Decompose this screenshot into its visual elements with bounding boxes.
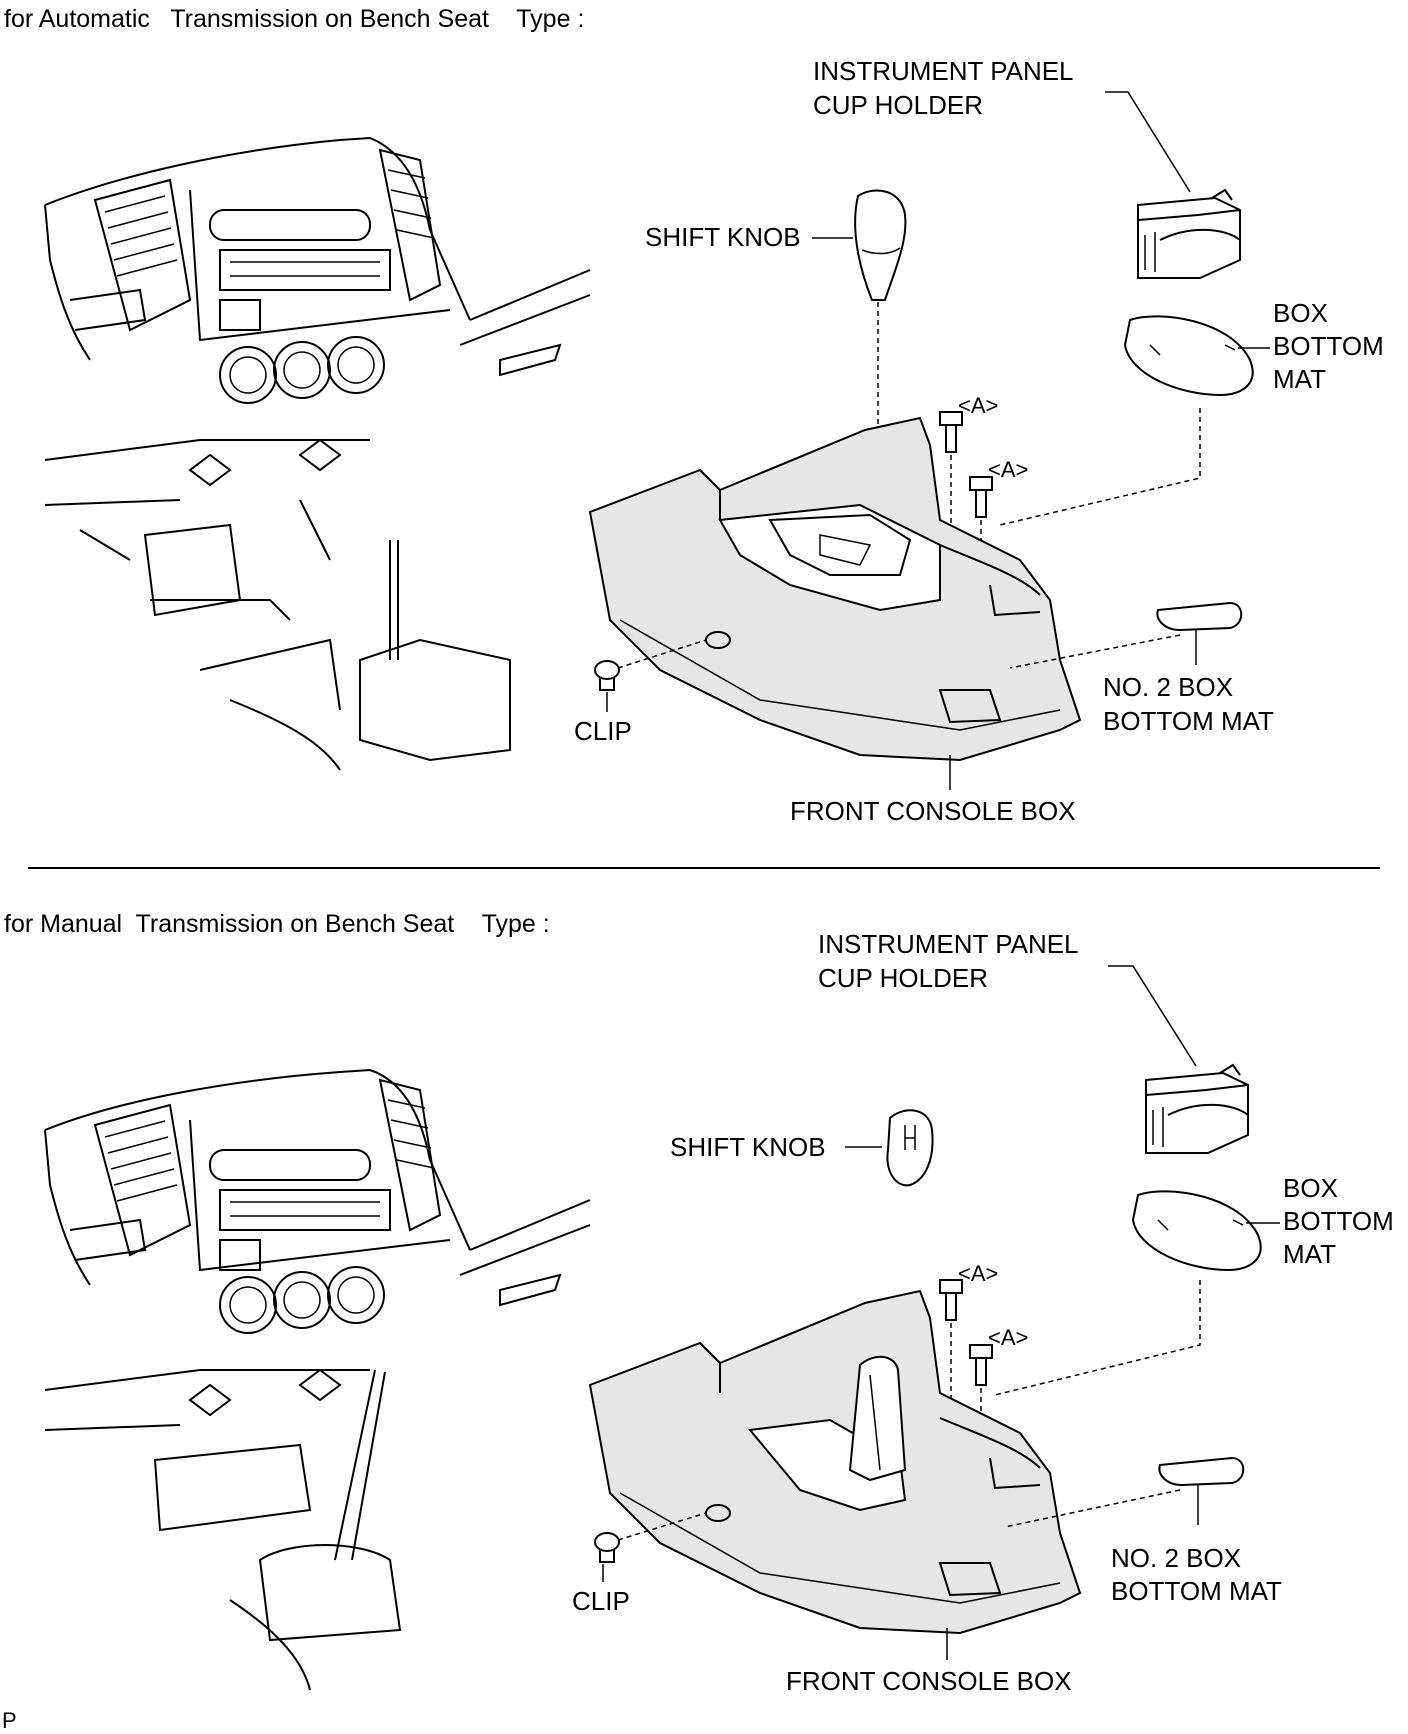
no2-box-bottom-mat-label: NO. 2 BOX [1111,1543,1241,1573]
cup-holder-label: INSTRUMENT PANEL [818,929,1079,959]
no2-box-bottom-mat-part [1156,601,1243,632]
screw-a-part [939,1279,993,1386]
box-bottom-mat-label: BOX [1273,298,1328,328]
cup-holder-part [1137,188,1241,279]
no2-box-bottom-mat-label: NO. 2 BOX [1103,672,1233,702]
shift-knob-part [854,189,907,301]
footer-mark: P [2,1708,17,1733]
box-bottom-mat-label: BOTTOM [1283,1206,1394,1236]
front-console-box-part [588,1289,1082,1635]
section-manual: for Manual Transmission on Bench Seat Ty… [4,910,1394,1696]
cup-holder-label: CUP HOLDER [813,90,983,120]
cup-holder-label: CUP HOLDER [818,963,988,993]
front-console-box-label: FRONT CONSOLE BOX [790,796,1076,826]
front-console-box-part [588,416,1082,762]
clip-part [594,1532,620,1563]
shift-knob-label: SHIFT KNOB [670,1132,826,1162]
box-bottom-mat-label: BOTTOM [1273,331,1384,361]
callout-a-label: <A> [958,1261,998,1286]
section-automatic: for Automatic Transmission on Bench Seat… [4,5,1384,826]
cup-holder-part [1145,1063,1249,1154]
clip-part [594,660,620,691]
callout-a-label: <A> [988,1325,1028,1350]
cup-holder-leader-line [1108,965,1197,1067]
dashboard-illustration [44,1068,591,1691]
box-bottom-mat-label: BOX [1283,1173,1338,1203]
box-bottom-mat-label: MAT [1273,364,1326,394]
box-bottom-mat-part [1131,1190,1262,1272]
shift-knob-part [886,1109,934,1187]
callout-a-label: <A> [988,457,1028,482]
box-bottom-mat-label: MAT [1283,1239,1336,1269]
dashboard-illustration [44,136,591,771]
cup-holder-label: INSTRUMENT PANEL [813,56,1074,86]
box-bottom-mat-part [1123,315,1254,397]
front-console-box-label: FRONT CONSOLE BOX [786,1666,1072,1696]
section-title: for Manual Transmission on Bench Seat Ty… [4,910,550,938]
screw-a-part [939,411,993,518]
no2-box-bottom-mat-label: BOTTOM MAT [1103,706,1274,736]
clip-label: CLIP [574,716,632,746]
no2-box-bottom-mat-part [1158,1456,1245,1487]
callout-a-label: <A> [958,393,998,418]
no2-box-bottom-mat-label: BOTTOM MAT [1111,1576,1282,1606]
section-title: for Automatic Transmission on Bench Seat… [4,5,584,33]
cup-holder-leader-line [1105,91,1191,193]
clip-label: CLIP [572,1586,630,1616]
shift-knob-label: SHIFT KNOB [645,222,801,252]
